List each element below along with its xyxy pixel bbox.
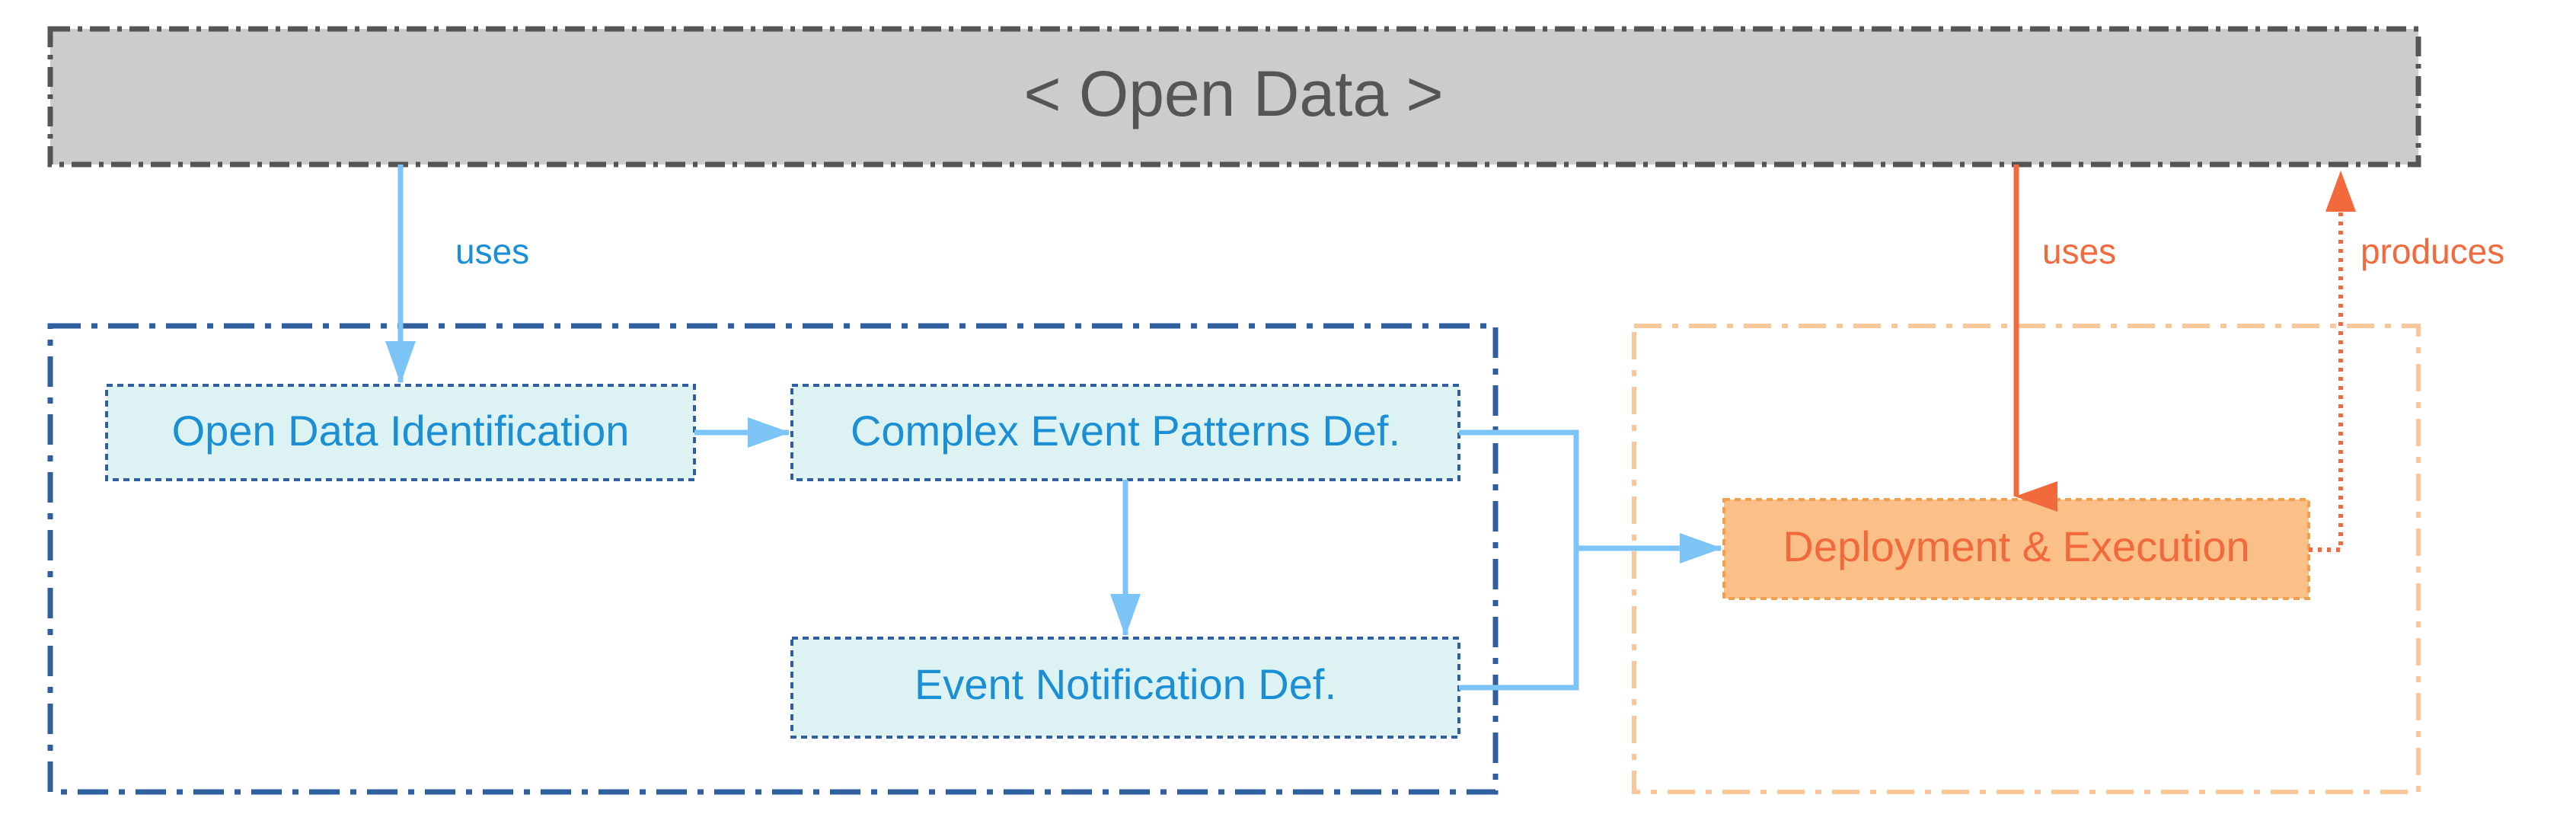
edge-produces-label: produces (2361, 231, 2504, 271)
node-event-notification-label: Event Notification Def. (915, 660, 1336, 708)
edge-produces: produces (2309, 171, 2504, 552)
execution-frame (1632, 324, 2421, 794)
node-event-notification: Event Notification Def. (790, 637, 1460, 739)
edge-uses-left: uses (385, 164, 529, 384)
open-data-title: < Open Data > (1023, 58, 1443, 129)
node-complex-event-patterns-label: Complex Event Patterns Def. (851, 407, 1400, 455)
modelling-frame (47, 323, 1499, 795)
node-open-data-identification: Open Data Identification (105, 384, 696, 481)
edge-uses-right: uses (2013, 164, 2116, 512)
edge-notification-to-merge (1459, 548, 1579, 691)
edge-produces-arrowhead (2325, 171, 2356, 212)
node-deployment-execution: Deployment & Execution (1722, 498, 2310, 600)
edge-uses-right-label: uses (2042, 231, 2116, 271)
open-data-bar: < Open Data > (47, 26, 2421, 168)
edge-uses-left-label: uses (455, 231, 529, 271)
node-complex-event-patterns: Complex Event Patterns Def. (790, 384, 1460, 481)
node-deployment-execution-label: Deployment & Execution (1783, 522, 2249, 570)
edge-patterns-to-merge (1459, 429, 1579, 548)
node-open-data-identification-label: Open Data Identification (172, 407, 630, 455)
